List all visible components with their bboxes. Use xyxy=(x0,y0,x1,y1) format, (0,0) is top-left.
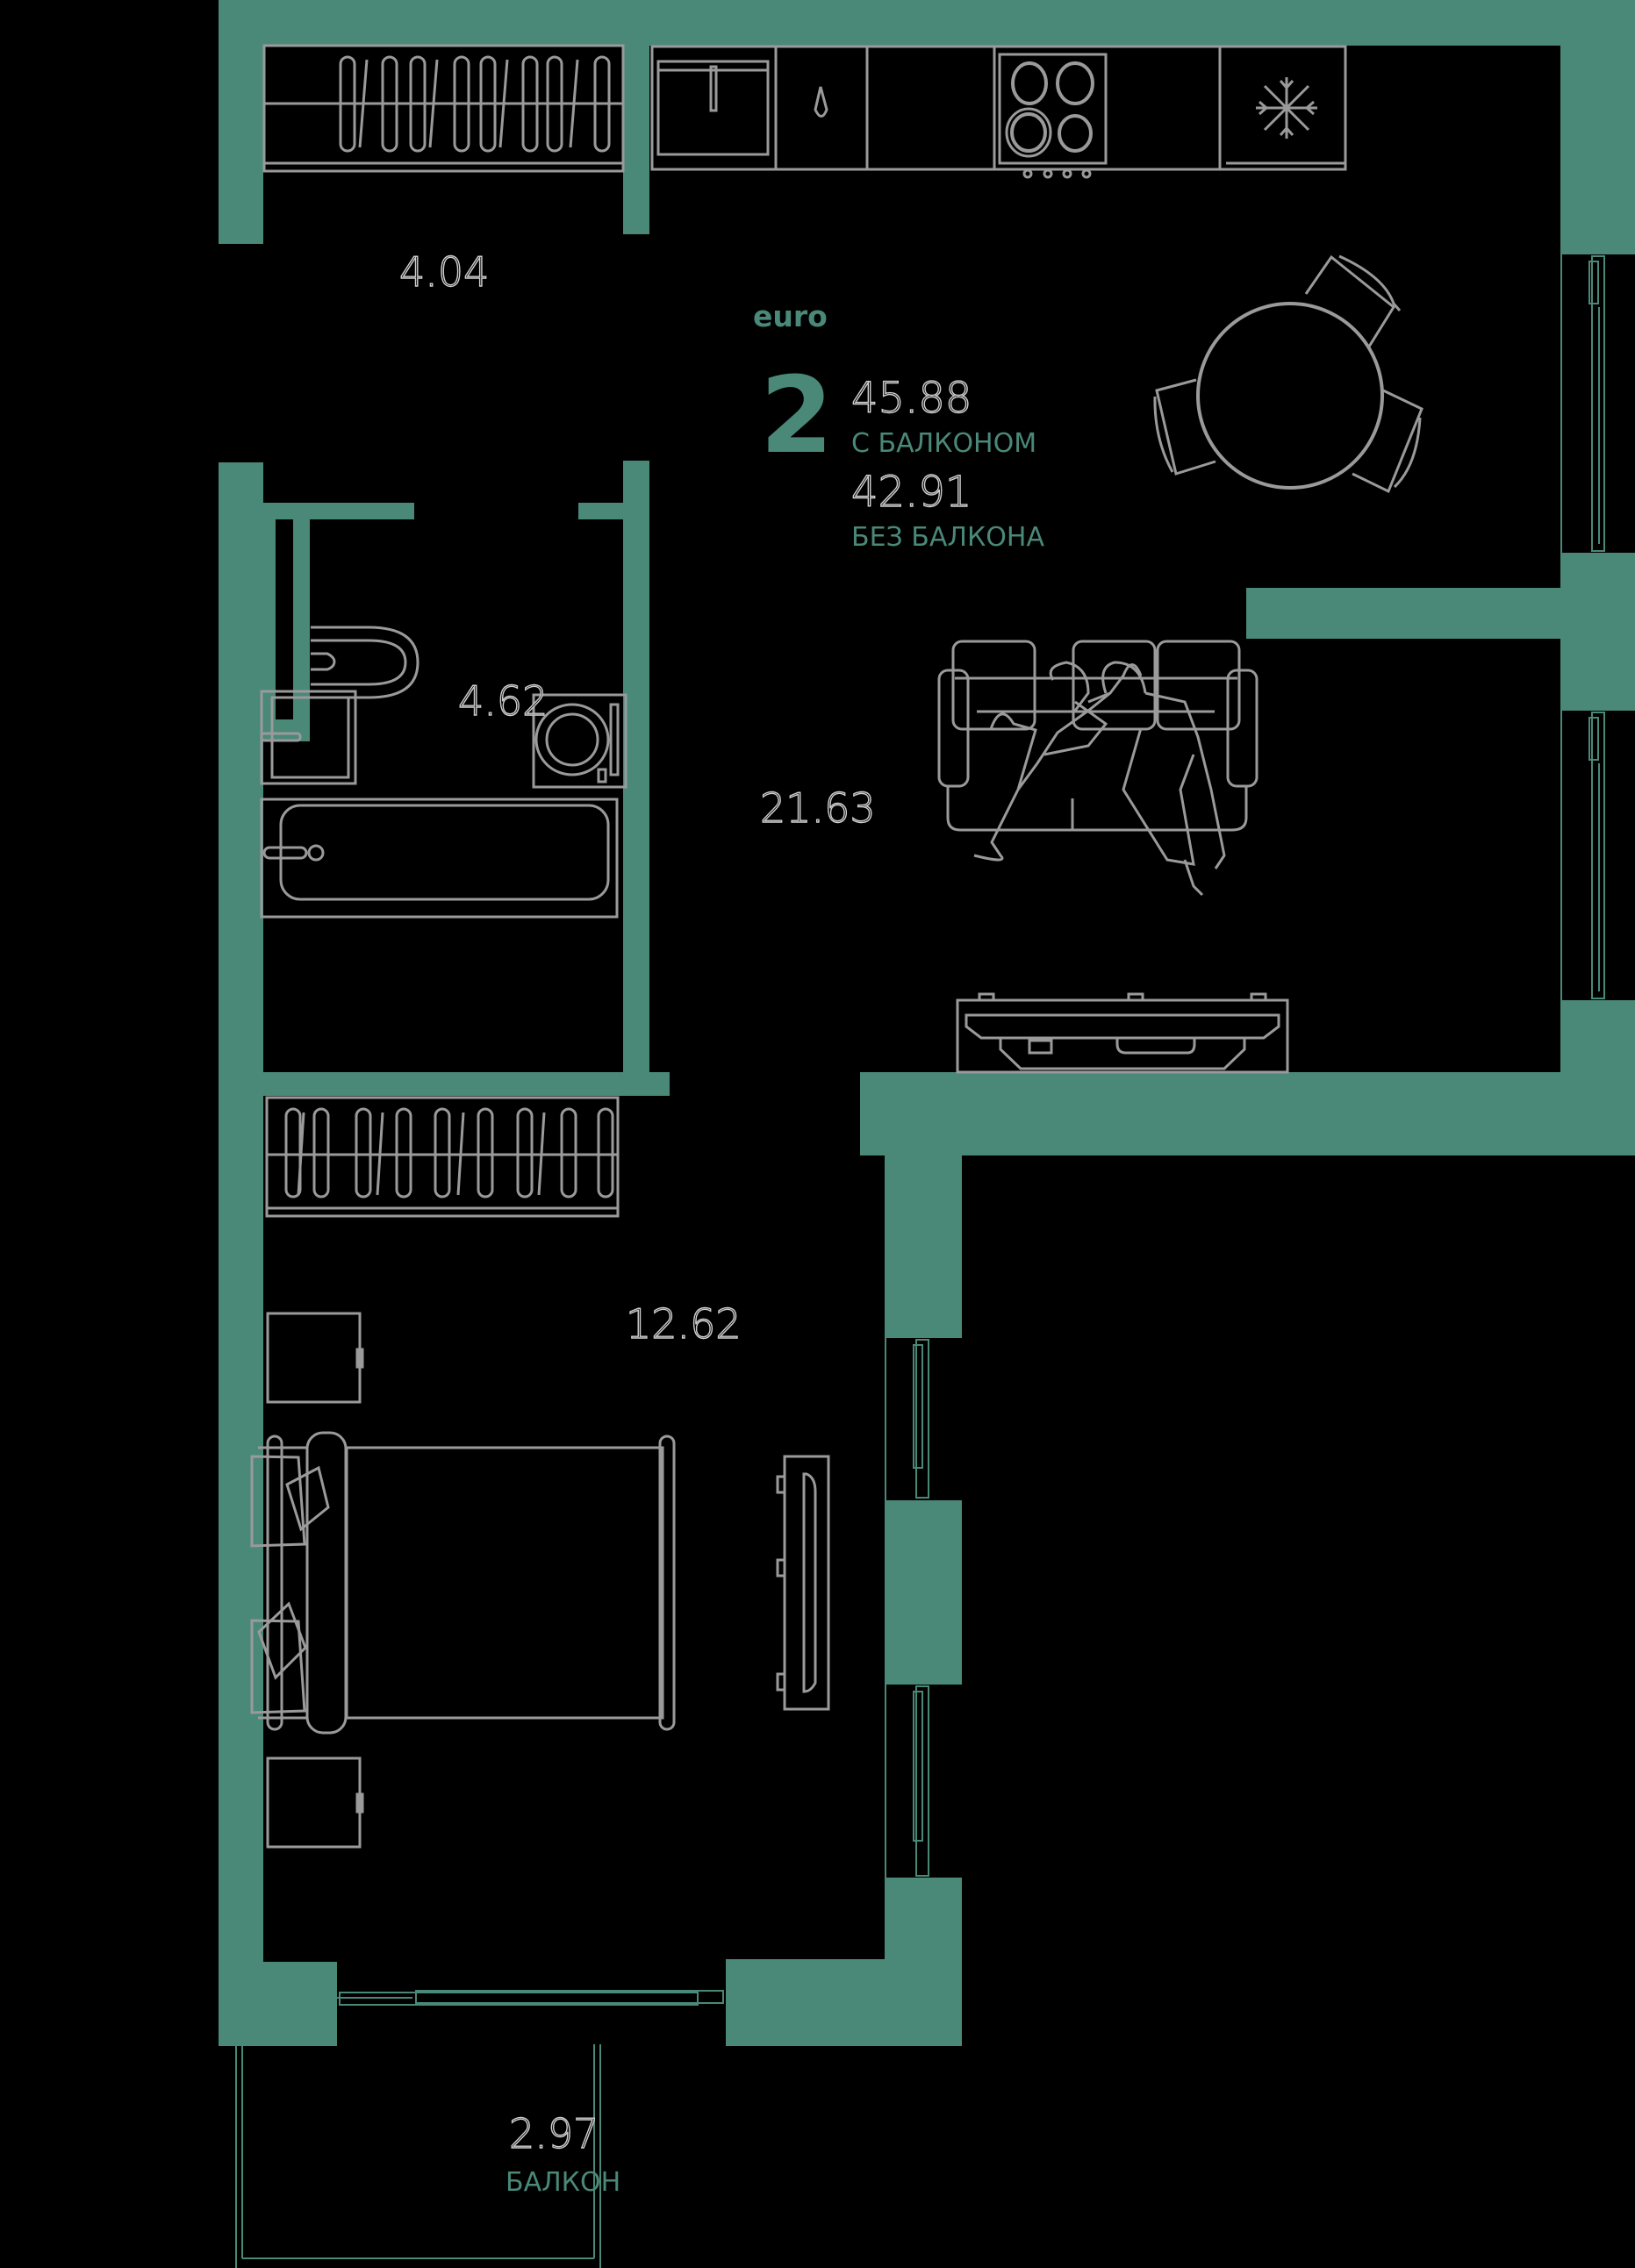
room-area-bedroom: 12.62 xyxy=(626,1300,742,1348)
bath-top-wall-right xyxy=(578,503,624,519)
washbasin xyxy=(260,690,357,785)
area-with-balcony-caption: С БАЛКОНОМ xyxy=(851,428,1036,459)
bath-bedroom-wall xyxy=(219,1072,670,1096)
balcony-caption: БАЛКОН xyxy=(506,2167,620,2198)
shaft-right xyxy=(293,519,310,741)
room-area-living-kitchen: 21.63 xyxy=(760,784,876,832)
bathroom-fixtures xyxy=(260,626,627,919)
nightstand-bottom xyxy=(266,1756,364,1849)
right-wall-low xyxy=(1560,1000,1635,1079)
bathtub xyxy=(260,798,619,919)
cooktop-icon xyxy=(998,53,1108,179)
hall-kitchen-partition xyxy=(623,0,649,234)
bedroom-wardrobe xyxy=(265,1096,620,1218)
toilet xyxy=(311,626,420,699)
sofa xyxy=(937,640,1259,832)
water-drop-icon xyxy=(814,86,828,118)
kitchen-counter xyxy=(650,45,1347,179)
room-area-hallway: 4.04 xyxy=(399,248,489,296)
nightstand-top xyxy=(266,1312,364,1404)
bedroom-tv-unit xyxy=(776,1455,830,1711)
area-without-balcony-caption: БЕЗ БАЛКОНА xyxy=(851,522,1044,553)
chair xyxy=(1153,378,1216,476)
walls xyxy=(219,0,1635,2046)
window-living xyxy=(1560,711,1605,1000)
people-on-sofa-illustration xyxy=(973,661,1226,897)
balcony-outline xyxy=(235,2044,601,2268)
shaft-bottom xyxy=(260,719,310,741)
chair xyxy=(1352,389,1423,494)
window-kitchen xyxy=(1560,254,1605,553)
room-area-balcony: 2.97 xyxy=(509,2110,599,2157)
rooms-count: 2 xyxy=(760,355,834,477)
dining-table xyxy=(1153,254,1423,494)
living-bottom-wall xyxy=(860,1072,1635,1155)
bottom-wall-left xyxy=(219,1962,337,2046)
summary-block: euro 2 45.88 С БАЛКОНОМ 42.91 БЕЗ БАЛКОН… xyxy=(753,299,1044,553)
washing-machine xyxy=(532,693,627,789)
room-area-bathroom: 4.62 xyxy=(458,677,548,725)
area-without-balcony: 42.91 xyxy=(851,468,972,517)
chair xyxy=(1304,254,1402,347)
area-with-balcony: 45.88 xyxy=(851,374,972,423)
bottom-wall-right xyxy=(726,1959,962,2046)
shaft-left xyxy=(260,519,276,730)
window-bedroom-bottom xyxy=(885,1685,929,1878)
hallway-wardrobe xyxy=(262,44,625,173)
snowflake-icon xyxy=(1226,77,1345,165)
bath-top-wall-left xyxy=(263,503,414,519)
tv-console xyxy=(956,992,1289,1074)
top-wall xyxy=(219,0,1635,46)
left-wall xyxy=(219,462,263,2046)
bath-right-wall xyxy=(623,461,649,1080)
plan-type-label: euro xyxy=(753,299,828,333)
kitchen-living-divider xyxy=(1246,588,1635,639)
balcony-door xyxy=(294,1990,724,2006)
double-bed xyxy=(250,1431,676,1735)
bedroom-right-wall-mid xyxy=(885,1500,962,1685)
bedroom-right-wall-top xyxy=(885,1097,962,1338)
windows xyxy=(235,254,1605,2268)
sink-icon xyxy=(656,60,770,156)
right-wall-top xyxy=(1560,0,1635,254)
window-bedroom-top xyxy=(885,1338,929,1500)
left-wall-top xyxy=(219,0,263,244)
